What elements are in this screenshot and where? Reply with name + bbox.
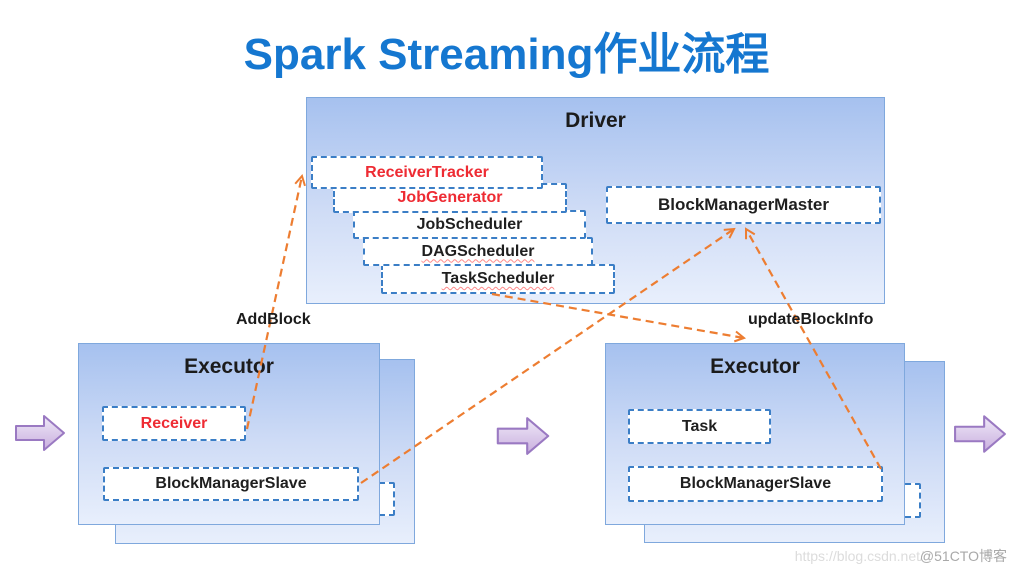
dag-scheduler-box: DAGScheduler [363,237,593,266]
flow-arrow-left-icon [15,415,65,451]
flow-arrow-right-icon [954,415,1006,453]
receiver-tracker-box: ReceiverTracker [311,156,543,189]
task-scheduler-box: TaskScheduler [381,264,615,294]
watermark-url: https://blog.csdn.net/ [794,548,924,564]
block-manager-slave-left-box: BlockManagerSlave [103,467,359,501]
addblock-label: AddBlock [236,311,311,328]
watermark-handle: @51CTO博客 [919,548,1007,564]
block-manager-master-box: BlockManagerMaster [606,186,881,224]
page-title: Spark Streaming作业流程 [243,30,770,79]
receiver-box: Receiver [102,406,246,441]
job-scheduler-box: JobScheduler [353,210,586,239]
driver-label: Driver [565,109,626,132]
executor-left-box: Executor Receiver BlockManagerSlave [78,343,380,525]
executor-left-label: Executor [184,355,274,378]
executor-right-label: Executor [710,355,800,378]
updateblockinfo-label: updateBlockInfo [748,311,874,328]
watermark: https://blog.csdn.net/@51CTO博客 [795,546,1007,566]
block-manager-slave-right-box: BlockManagerSlave [628,466,883,502]
executor-right-box: Executor Task BlockManagerSlave [605,343,905,525]
task-box: Task [628,409,771,444]
driver-box: Driver ReceiverTracker JobGenerator JobS… [306,97,885,304]
flow-arrow-middle-icon [496,417,550,455]
